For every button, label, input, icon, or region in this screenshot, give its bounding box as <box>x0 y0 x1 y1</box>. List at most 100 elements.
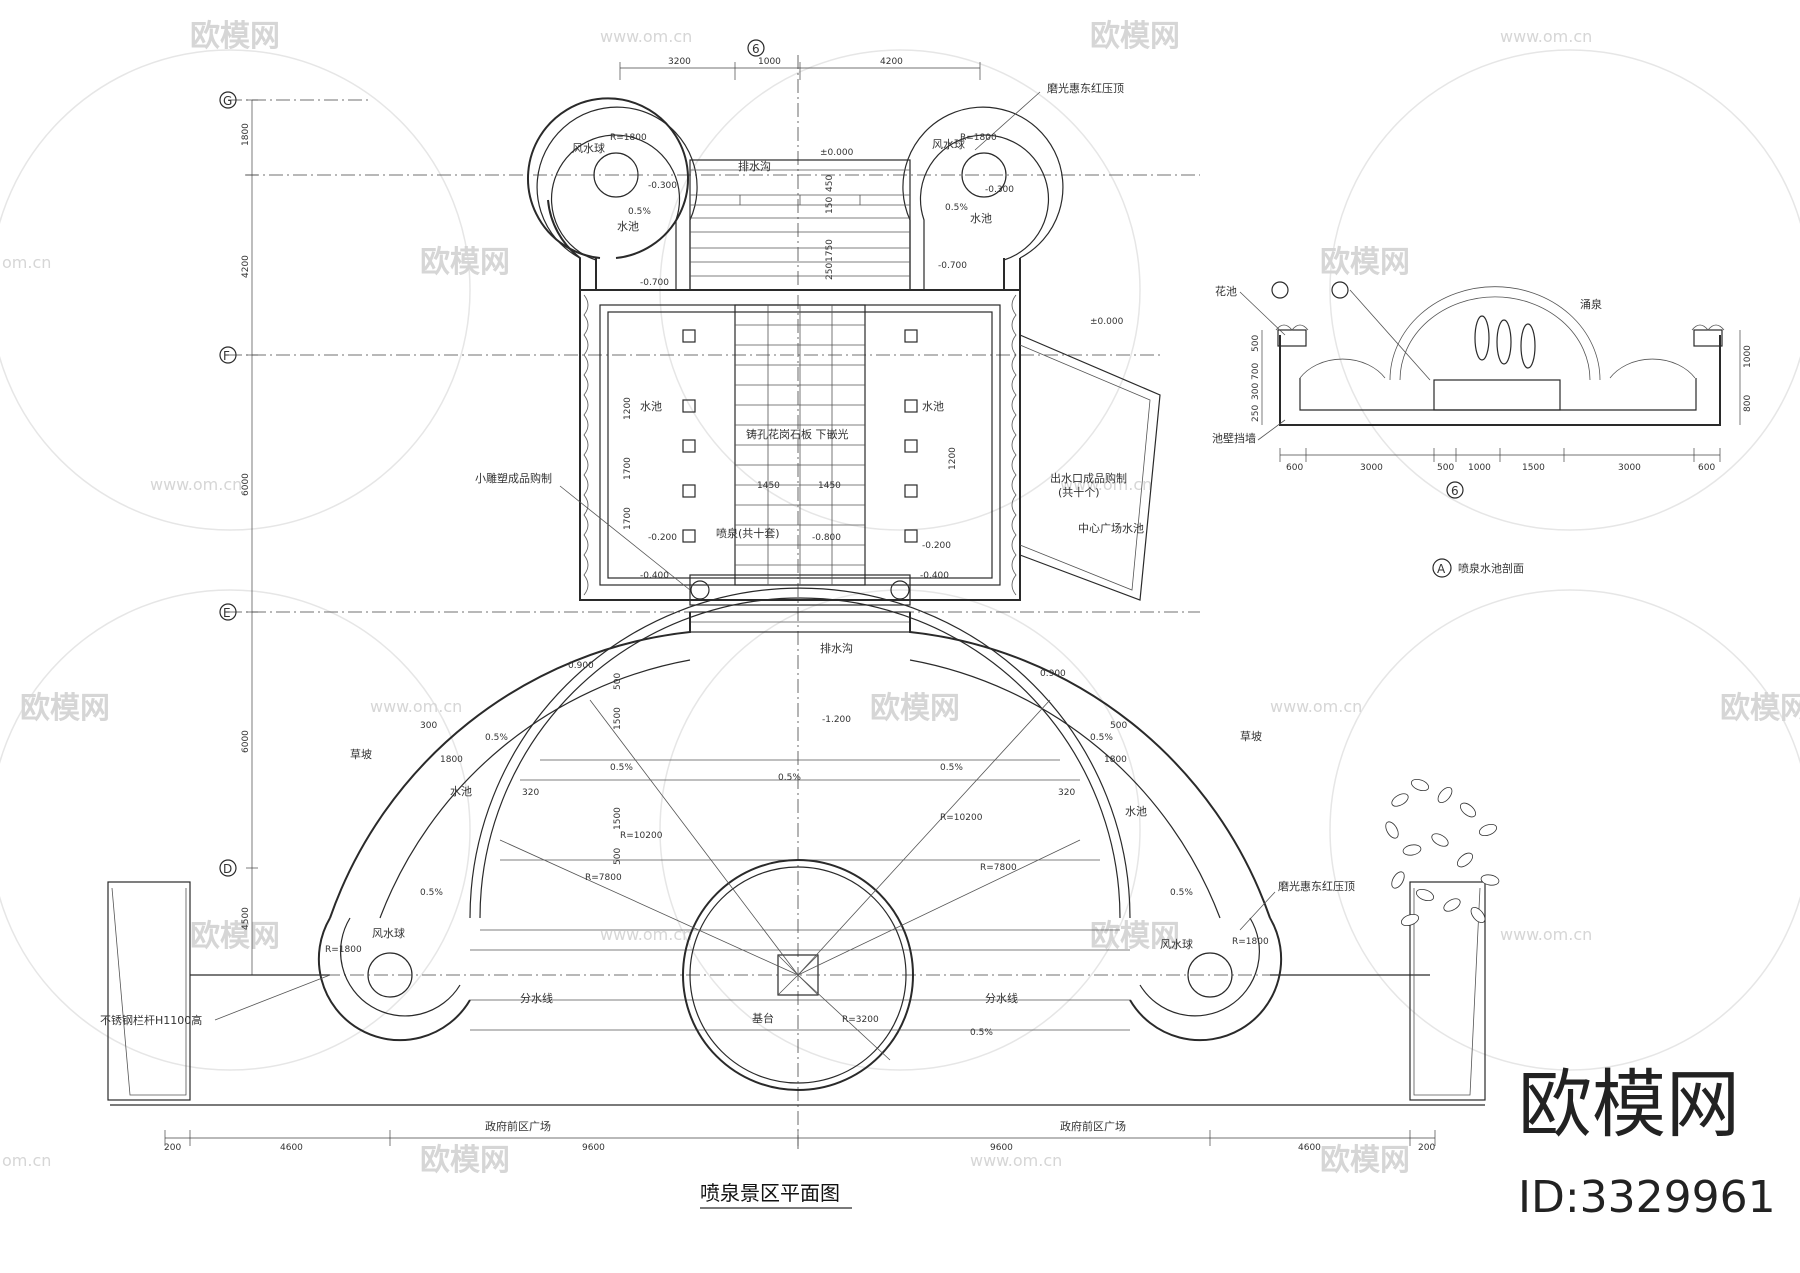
section-dim: 1500 <box>1522 463 1545 473</box>
level-mark: ±0.000 <box>820 148 854 158</box>
dim: 250 <box>825 263 835 280</box>
axis-label-f: F <box>223 349 230 363</box>
label-pool: 水池 <box>450 785 472 798</box>
dim: 1700 <box>623 507 633 530</box>
level-mark: -0.200 <box>648 533 677 543</box>
watermark-text: 欧模网 <box>1090 19 1180 54</box>
dim-bottom-5: 4600 <box>1298 1143 1321 1153</box>
base-plaza: 200 4600 9600 9600 4600 200 <box>107 881 1486 1153</box>
label-fengshui-ball: 风水球 <box>1160 937 1193 951</box>
dim-left-3: 6000 <box>241 473 251 496</box>
slope-mark: 0.5% <box>1090 733 1113 743</box>
level-mark: 0.900 <box>1040 669 1066 679</box>
dim-bottom-2: 4600 <box>280 1143 303 1153</box>
section-dim: 250 <box>1251 405 1261 422</box>
label-center-pool: 中心广场水池 <box>1078 521 1144 535</box>
watermark-url: www.om.cn <box>1270 697 1362 716</box>
watermark-text: 欧模网 <box>870 691 960 726</box>
level-mark: -0.300 <box>648 181 677 191</box>
section-dim: 3000 <box>1618 463 1641 473</box>
label-plaza: 政府前区广场 <box>1060 1119 1126 1133</box>
section-detail: 600 3000 500 1000 1500 3000 600 500 700 … <box>1212 281 1753 578</box>
watermark-url: www.om.cn <box>970 1151 1062 1170</box>
label-plaza: 政府前区广场 <box>485 1119 551 1133</box>
dim: 150 <box>825 197 835 214</box>
dim-bottom-3: 9600 <box>582 1143 605 1153</box>
label-drain: 排水沟 <box>820 641 853 655</box>
dim: 450 <box>825 175 835 192</box>
watermark-text: 欧模网 <box>420 245 510 280</box>
dim-top-1: 3200 <box>668 57 691 67</box>
dim-left-5: 4500 <box>241 907 251 930</box>
section-dim: 500 <box>1251 335 1261 352</box>
dim-left-4: 6000 <box>241 730 251 753</box>
plan-labels: 风水球 风水球 风水球 风水球 水池 水池 水池 水池 水池 水池 磨光惠东红压… <box>100 81 1355 1133</box>
section-dim: 600 <box>1698 463 1715 473</box>
dim: 500 <box>1110 721 1127 731</box>
level-mark: -0.400 <box>920 571 949 581</box>
label-fengshui-ball: 风水球 <box>372 926 405 940</box>
axis-label-e: E <box>223 606 231 620</box>
watermark-text: 欧模网 <box>1320 245 1410 280</box>
dim-left-1: 1800 <box>241 123 251 146</box>
radius-mark: R=1800 <box>325 945 362 955</box>
level-mark: ±0.000 <box>1090 317 1124 327</box>
dim: 320 <box>522 788 539 798</box>
watermark-url: www.om.cn <box>370 697 462 716</box>
dim: 300 <box>420 721 437 731</box>
slope-mark: 0.5% <box>420 888 443 898</box>
dim: 1700 <box>623 457 633 480</box>
section-dim: 300 <box>1251 383 1261 400</box>
misc-dimensions: 450 150 1750 250 1200 1200 1700 1700 145… <box>420 175 1127 865</box>
section-label-fountain: 涌泉 <box>1580 297 1602 311</box>
watermark-text: 欧模网 <box>420 1143 510 1178</box>
radius-mark: R=1800 <box>960 133 997 143</box>
axis-label-6: 6 <box>752 42 760 56</box>
drawing-title: 喷泉景区平面图 <box>700 1181 840 1205</box>
radius-mark: R=7800 <box>585 873 622 883</box>
dim: 1500 <box>613 707 623 730</box>
dim: 1800 <box>440 755 463 765</box>
arc-pool-structure <box>317 587 1283 1091</box>
section-dim: 1000 <box>1468 463 1491 473</box>
label-pool: 水池 <box>617 220 639 233</box>
watermark-text: 欧模网 <box>190 19 280 54</box>
dim: 500 <box>613 673 623 690</box>
dim-bottom-1: 200 <box>164 1143 181 1153</box>
level-mark: -0.700 <box>640 278 669 288</box>
watermark-text: 欧模网 <box>190 919 280 954</box>
slope-marks: 0.5% 0.5% 0.5% 0.5% 0.5% 0.5% 0.5% 0.5% … <box>420 203 1193 1038</box>
watermark-url: www.om.cn <box>600 27 692 46</box>
level-mark: -0.400 <box>640 571 669 581</box>
label-drain: 排水沟 <box>738 159 771 173</box>
watermark-url: www.om.cn <box>600 925 692 944</box>
label-platform: 基台 <box>752 1011 774 1025</box>
dim: 1800 <box>1104 755 1127 765</box>
dim: 1450 <box>757 481 780 491</box>
watermark-url: www.om.cn <box>1500 27 1592 46</box>
label-railing: 不锈钢栏杆H1100高 <box>100 1013 202 1027</box>
dim-top-3: 4200 <box>880 57 903 67</box>
watermark-url: www.om.cn <box>1500 925 1592 944</box>
brand-logo-text: 欧模网 <box>1518 1062 1740 1148</box>
slope-mark: 0.5% <box>940 763 963 773</box>
level-mark: -1.200 <box>822 715 851 725</box>
label-pool: 水池 <box>970 212 992 225</box>
level-mark: -0.700 <box>938 261 967 271</box>
dim: 320 <box>1058 788 1075 798</box>
dim-left-2: 4200 <box>241 255 251 278</box>
label-pool: 水池 <box>640 400 662 413</box>
label-granite-coping: 磨光惠东红压顶 <box>1278 879 1355 893</box>
watermark-text: 欧模网 <box>20 691 110 726</box>
label-lawn: 草坡 <box>350 748 372 761</box>
label-outlet: 出水口成品购制 <box>1050 471 1127 485</box>
slope-mark: 0.5% <box>1170 888 1193 898</box>
dim: 1750 <box>825 239 835 262</box>
watermark-url: www.om.cn <box>1060 475 1152 494</box>
watermark-url: om.cn <box>2 253 51 272</box>
section-dim: 700 <box>1251 363 1261 380</box>
dim: 1200 <box>623 397 633 420</box>
label-granite-coping: 磨光惠东红压顶 <box>1047 81 1124 95</box>
label-outlet-count: (共十个) <box>1058 485 1100 499</box>
section-dim: 600 <box>1286 463 1303 473</box>
